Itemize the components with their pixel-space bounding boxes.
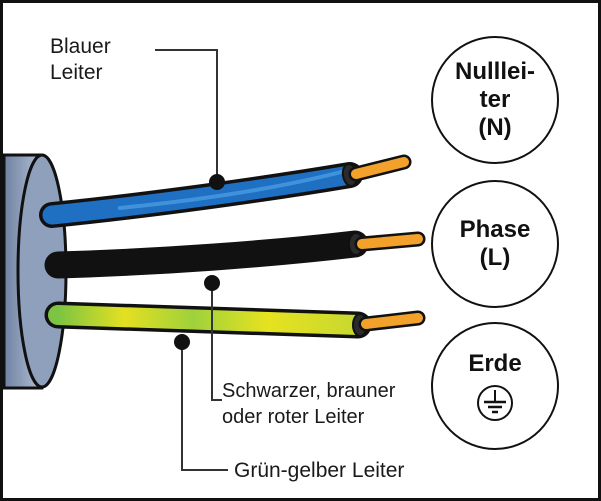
neutral-terminal: Nulllei- ter (N) — [431, 36, 559, 164]
blue-wire-label-line2: Leiter — [50, 61, 103, 84]
neutral-terminal-line1: Nulllei- — [454, 58, 535, 85]
blue-wire-label: Blauer Leiter — [50, 34, 111, 86]
green-yellow-wire — [48, 305, 368, 335]
black-leader-line — [211, 283, 222, 401]
ground-symbol-icon — [477, 385, 513, 421]
phase-terminal: Phase (L) — [431, 180, 559, 308]
black-wire-label: Schwarzer, brauner oder roter Leiter — [222, 378, 395, 430]
blue-wire-core — [351, 157, 409, 179]
phase-terminal-line1: Phase — [459, 216, 531, 243]
black-wire — [44, 230, 369, 279]
neutral-terminal-line2: ter — [479, 86, 511, 113]
blue-leader-line — [155, 49, 218, 180]
blue-wire-highlight — [118, 169, 347, 210]
earth-terminal: Erde — [431, 322, 559, 450]
blue-leader-dot — [209, 174, 225, 190]
black-leader-dot — [204, 275, 220, 291]
green-yellow-leader-line — [181, 342, 228, 471]
phase-terminal-line2: (L) — [479, 244, 511, 271]
neutral-terminal-line3: (N) — [478, 114, 512, 141]
green-yellow-wire-core — [361, 313, 423, 329]
earth-terminal-label: Erde — [468, 350, 522, 377]
green-yellow-wire-label: Grün-gelber Leiter — [234, 459, 405, 482]
black-wire-label-line2: oder roter Leiter — [222, 406, 365, 428]
black-wire-core — [357, 234, 423, 249]
green-yellow-leader-dot — [174, 334, 190, 350]
blue-wire-label-line1: Blauer — [50, 35, 111, 58]
black-wire-label-line1: Schwarzer, brauner — [222, 380, 396, 402]
